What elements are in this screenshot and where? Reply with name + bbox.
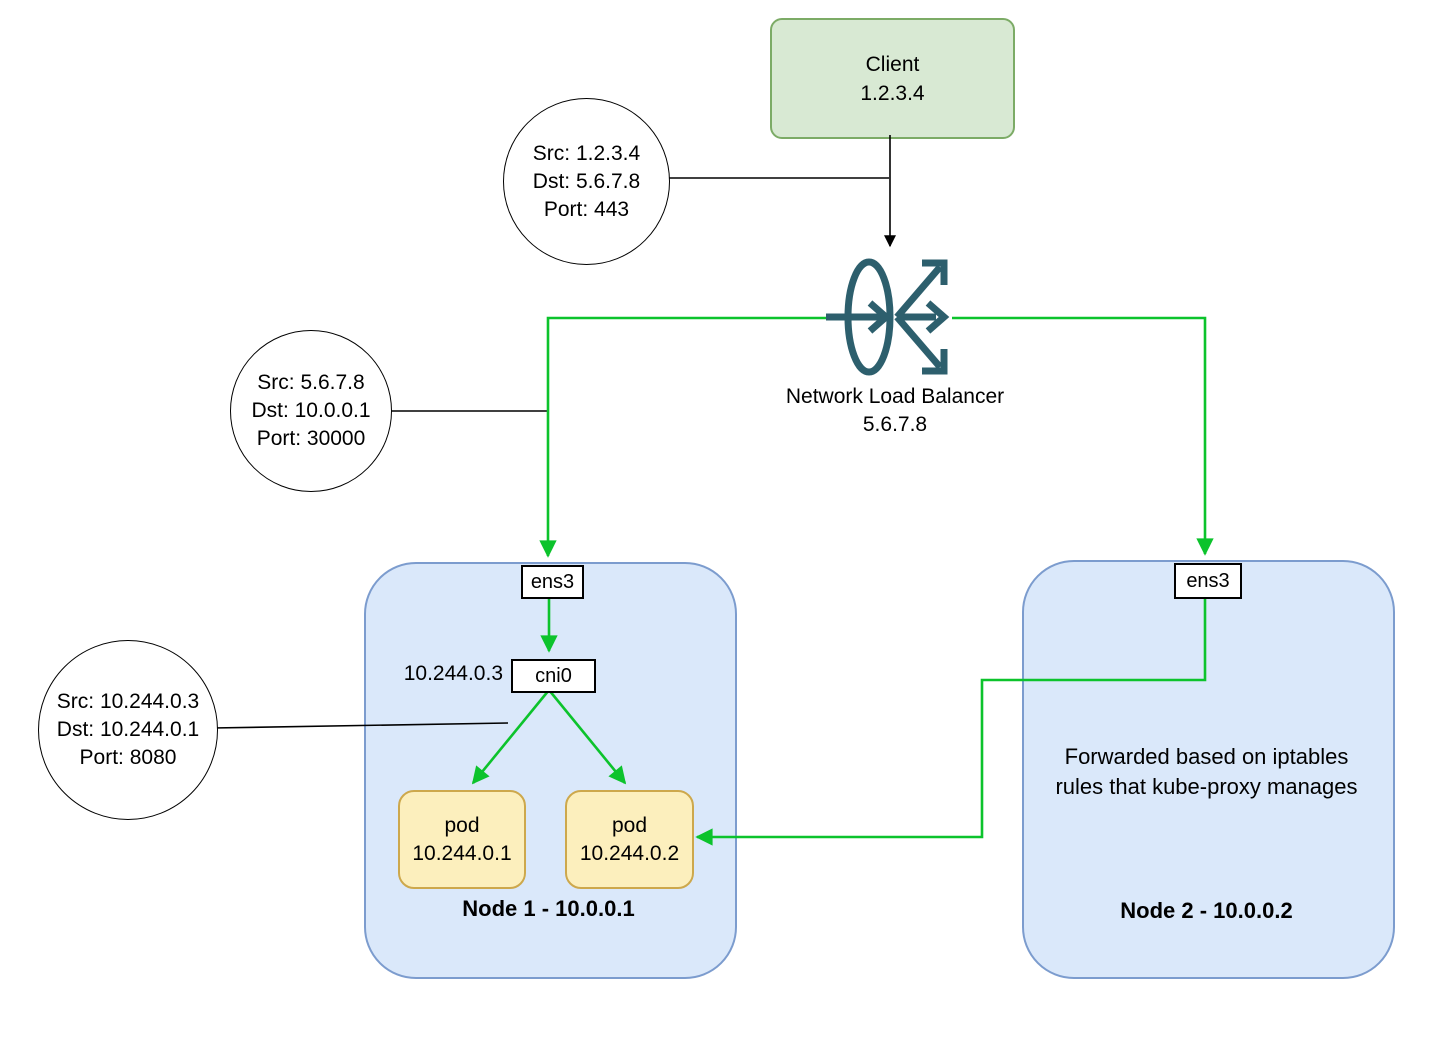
- callout2-src: Src: 5.6.7.8: [257, 371, 365, 394]
- client-ip: 1.2.3.4: [860, 81, 925, 105]
- node1-ens3-label: ens3: [530, 570, 575, 593]
- node1-box: [364, 562, 737, 979]
- callout2-port: Port: 30000: [256, 427, 366, 450]
- node2-to-pod2-arrow: [695, 596, 1207, 846]
- lb-to-node2-arrow: [952, 316, 1214, 556]
- note-line1: Forwarded based on iptables: [1064, 744, 1349, 769]
- cni0-to-pod2-arrow: [547, 689, 627, 785]
- lb-label: Network Load Balancer 5.6.7.8: [745, 383, 1045, 439]
- callout3-port: Port: 8080: [79, 746, 177, 769]
- callout1-port: Port: 443: [543, 197, 630, 221]
- packet-callout-client: Src: 1.2.3.4 Dst: 5.6.7.8 Port: 443: [503, 98, 670, 265]
- pod1-label: pod: [444, 813, 480, 837]
- callout3-dst: Dst: 10.244.0.1: [56, 718, 200, 741]
- pod2-label: pod: [611, 813, 648, 837]
- pod2-box: pod 10.244.0.2: [565, 790, 694, 889]
- callout3-line: [211, 722, 509, 729]
- pod1-ip: 10.244.0.1: [412, 841, 512, 865]
- lb-to-node1-arrow: [539, 316, 833, 558]
- client-name: Client: [865, 52, 920, 76]
- cni0-ip-label: 10.244.0.3: [403, 662, 503, 685]
- packet-callout-lb: Src: 5.6.7.8 Dst: 10.0.0.1 Port: 30000: [230, 330, 392, 492]
- callout1-src: Src: 1.2.3.4: [532, 141, 641, 165]
- pod2-ip: 10.244.0.2: [579, 841, 680, 865]
- lb-ip: 5.6.7.8: [862, 413, 928, 436]
- node1-title: Node 1 - 10.0.0.1: [462, 896, 635, 921]
- node1-ens3-interface: ens3: [521, 565, 584, 599]
- cni0-to-pod1-arrow: [471, 689, 551, 785]
- node1-cni0-interface: cni0: [511, 659, 596, 693]
- callout2-dst: Dst: 10.0.0.1: [251, 399, 371, 422]
- node2-iptables-note: Forwarded based on iptables rules that k…: [1032, 742, 1381, 802]
- client-node: Client 1.2.3.4: [770, 18, 1015, 139]
- node1-cni0-label: cni0: [535, 664, 572, 687]
- note-line2: rules that kube-proxy manages: [1055, 774, 1358, 799]
- node2-title: Node 2 - 10.0.0.2: [1120, 898, 1293, 923]
- callout1-dst: Dst: 5.6.7.8: [532, 169, 641, 193]
- node2-ens3-interface: ens3: [1174, 563, 1242, 599]
- lb-name: Network Load Balancer: [785, 385, 1005, 408]
- pod1-box: pod 10.244.0.1: [398, 790, 526, 889]
- node2-box: [1022, 560, 1395, 979]
- callout3-src: Src: 10.244.0.3: [56, 690, 200, 713]
- load-balancer-icon: [826, 258, 950, 376]
- packet-callout-pod: Src: 10.244.0.3 Dst: 10.244.0.1 Port: 80…: [38, 640, 218, 820]
- node2-ens3-label: ens3: [1186, 569, 1230, 592]
